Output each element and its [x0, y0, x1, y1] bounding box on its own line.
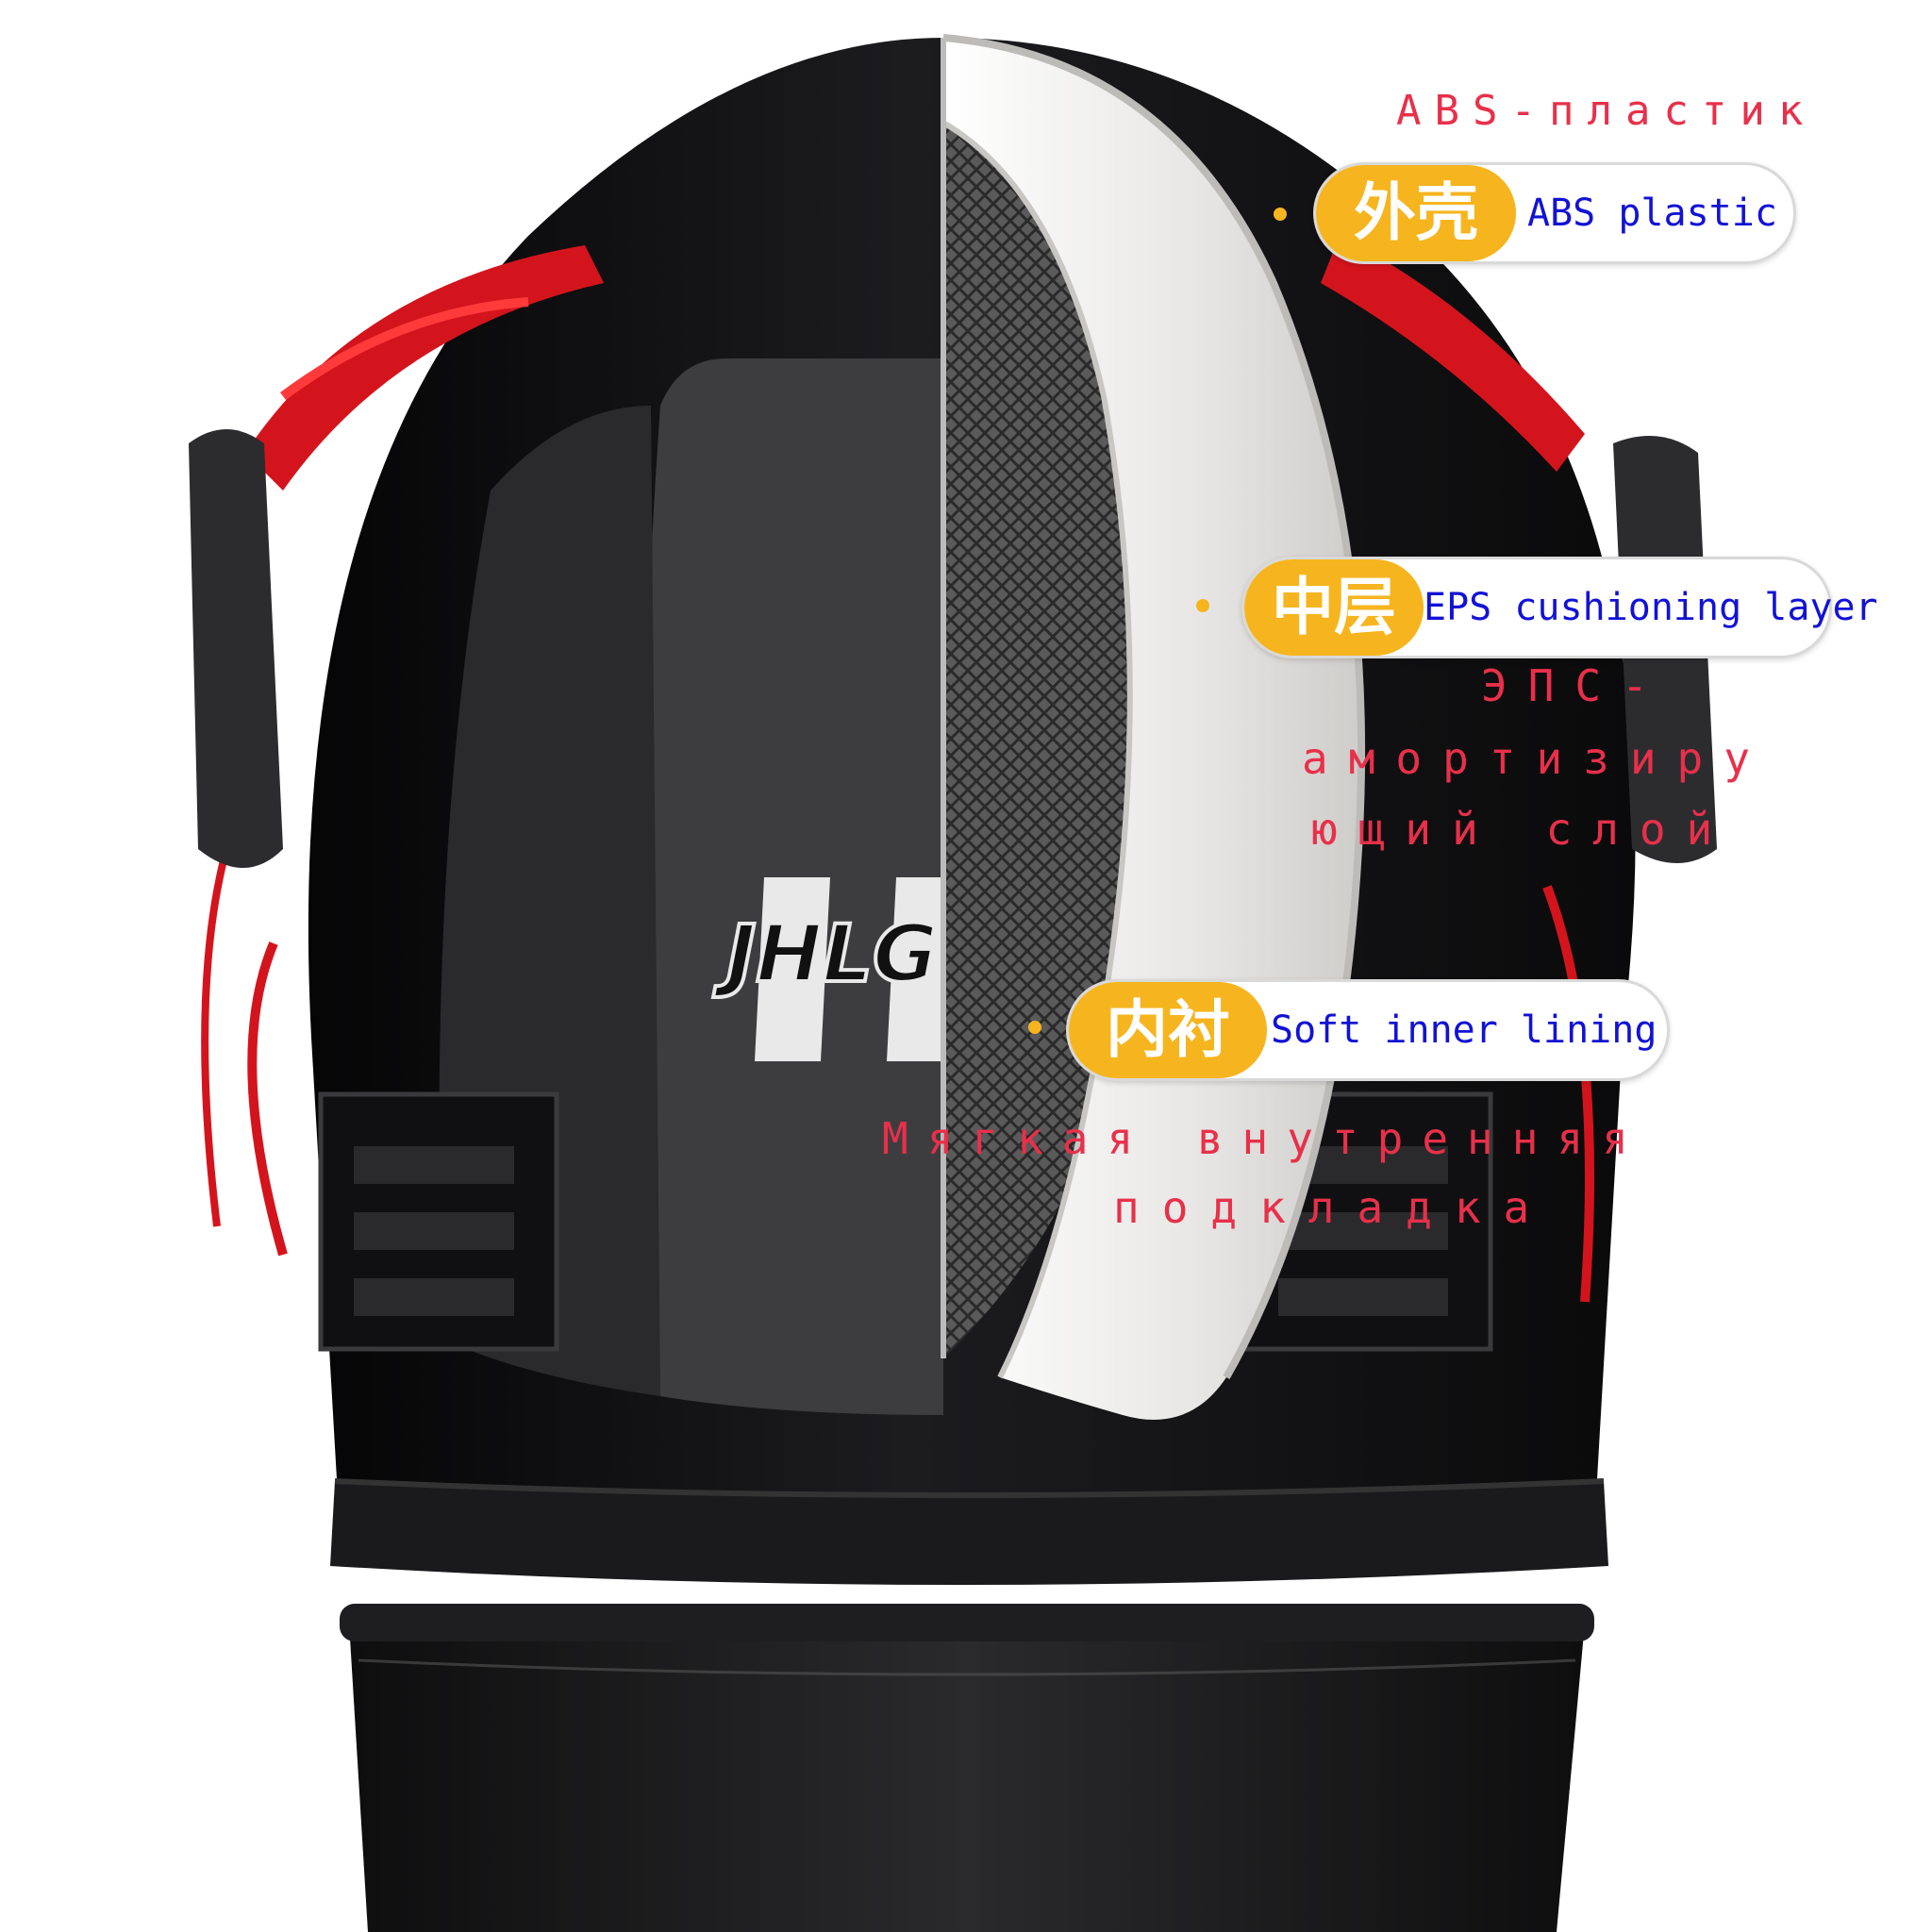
- callout-dot-middle: [1196, 599, 1209, 612]
- callout-tag-middle: 中层: [1244, 559, 1424, 656]
- ru-label-shell: ABS-пластик: [1396, 87, 1817, 135]
- ru-label-middle-line-3: ющий слой: [1311, 804, 1734, 855]
- brand-logo-text: JHLG: [713, 908, 938, 1000]
- callout-en-shell: ABS plastic: [1527, 192, 1777, 235]
- callout-dot-lining: [1028, 1021, 1041, 1034]
- ru-label-lining-line-2: подкладка: [1113, 1182, 1553, 1233]
- left-vent: [318, 1091, 559, 1352]
- callout-en-middle: EPS cushioning layer: [1424, 586, 1878, 629]
- callout-tag-shell: 外壳: [1316, 165, 1516, 261]
- ru-label-middle-line-1: ЭПС-: [1481, 660, 1669, 711]
- callout-shell: 外壳 ABS plastic: [1313, 162, 1796, 264]
- ru-label-middle-line-2: амортизиру: [1302, 733, 1771, 784]
- ru-label-lining-line-1: Мягкая внутренняя: [882, 1113, 1647, 1164]
- neck-stand: [340, 1604, 1594, 1932]
- callout-dot-shell: [1274, 208, 1287, 221]
- brand-logo: JHLG: [711, 877, 953, 1061]
- callout-middle: 中层 EPS cushioning layer: [1241, 557, 1878, 658]
- callout-lining: 内衬 Soft inner lining: [1066, 979, 1670, 1081]
- callout-en-lining: Soft inner lining: [1271, 1008, 1657, 1052]
- callout-tag-lining: 内衬: [1069, 982, 1267, 1078]
